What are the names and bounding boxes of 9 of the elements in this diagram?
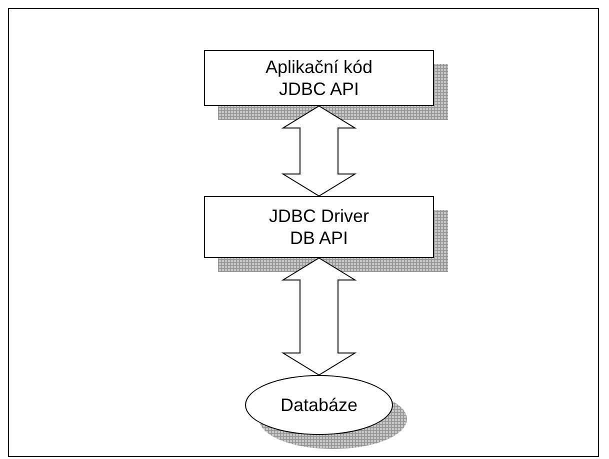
double-block-arrow (281, 257, 357, 376)
node-label: DB API (290, 227, 348, 249)
layer-box (204, 50, 434, 106)
node-label: Databáze (280, 394, 358, 416)
node-label: Aplikační kód (265, 56, 373, 78)
double-block-arrow (281, 105, 357, 197)
node-label: JDBC API (278, 78, 360, 100)
layer-box (204, 196, 434, 258)
node-label: JDBC Driver (268, 205, 369, 227)
